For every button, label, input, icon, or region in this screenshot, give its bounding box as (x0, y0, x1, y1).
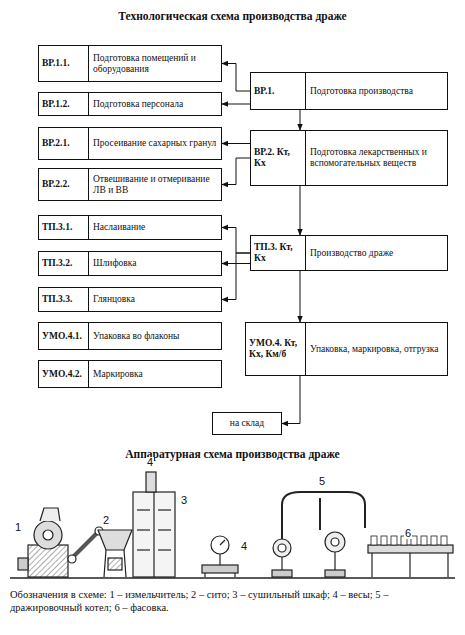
stage-code: ВР.2.1. (39, 128, 89, 159)
process-box: УМО.4.1.Упаковка во флаконы (38, 322, 222, 350)
callout-number: 6 (404, 528, 412, 539)
stage-code: ВР.1.1. (39, 46, 89, 81)
stage-code: ВР.2. Кт, Кх (251, 131, 306, 185)
flow-arrow (222, 253, 250, 300)
stage-name: Маркировка (89, 361, 221, 387)
callout-number: 5 (318, 476, 326, 487)
process-box: ТП.3.1.Наслаивание (38, 215, 222, 240)
process-box: ТП.3.2.Шлифовка (38, 251, 222, 276)
process-box: ВР.1.1.Подготовка помещений и оборудован… (38, 45, 222, 82)
process-box: ВР.1.Подготовка производства (250, 72, 448, 110)
flow-arrow (300, 110, 301, 130)
callout-number: 1 (14, 522, 22, 533)
process-box: УМО.4.2.Маркировка (38, 360, 222, 388)
stage-code: УМО.4. Кт, Кх, Км/б (246, 323, 306, 375)
flow-arrow (282, 376, 300, 424)
stage-name: Глянцовка (89, 288, 221, 311)
section-heading: Аппаратурная схема производства драже (0, 448, 465, 460)
stage-code: УМО.4.1. (39, 323, 89, 349)
flow-arrow (300, 271, 301, 322)
callout-number: 3 (180, 495, 188, 506)
stage-name: Шлифовка (89, 252, 221, 275)
stage-name: Подготовка персонала (89, 93, 221, 115)
stage-name: Подготовка лекарственных и вспомогательн… (306, 131, 447, 185)
crusher (18, 508, 68, 577)
sieve (68, 527, 132, 577)
stage-code: ТП.3.1. (39, 216, 89, 239)
flow-arrow (222, 64, 250, 92)
stage-code: ТП.3. Кт, Кх (251, 236, 306, 270)
process-box: ВР.1.2.Подготовка персонала (38, 92, 222, 116)
flow-arrow (222, 158, 250, 185)
flow-arrow (222, 143, 250, 144)
stage-name: Упаковка, маркировка, отгрузка (306, 323, 447, 375)
stage-code: ТП.3.2. (39, 252, 89, 275)
callout-number: 4 (146, 457, 154, 468)
process-box: ВР.2.1.Просеивание сахарных гранул (38, 127, 222, 160)
stage-code: ТП.3.3. (39, 288, 89, 311)
process-box: на склад (212, 412, 282, 435)
drying-cabinet (133, 472, 175, 577)
process-box: ТП.3.3.Глянцовка (38, 287, 222, 312)
process-box: УМО.4. Кт, Кх, Км/бУпаковка, маркировка,… (245, 322, 448, 376)
callout-number: 2 (102, 515, 110, 526)
stage-name: Упаковка во флаконы (89, 323, 221, 349)
stage-name: Подготовка производства (306, 73, 447, 109)
flow-arrow (222, 104, 250, 105)
flow-arrow (222, 228, 250, 254)
dragee-pans (272, 492, 365, 577)
stage-name: на склад (213, 413, 281, 434)
stage-code: ВР.1. (251, 73, 306, 109)
callout-number: 4 (240, 541, 248, 552)
process-box: ВР.2.2.Отвешивание и отмеривание ЛВ и ВВ (38, 168, 222, 201)
flow-arrow (300, 186, 301, 235)
diagram-title: Технологическая схема производства драже (0, 10, 465, 22)
stage-code: УМО.4.2. (39, 361, 89, 387)
stage-name: Просеивание сахарных гранул (89, 128, 221, 159)
packaging-line (368, 545, 453, 577)
stage-name: Подготовка помещений и оборудования (89, 46, 221, 81)
stage-name: Отвешивание и отмеривание ЛВ и ВВ (89, 169, 221, 200)
process-box: ВР.2. Кт, КхПодготовка лекарственных и в… (250, 130, 448, 186)
stage-name: Наслаивание (89, 216, 221, 239)
stage-code: ВР.2.2. (39, 169, 89, 200)
process-box: ТП.3. Кт, КхПроизводство драже (250, 235, 448, 271)
stage-name: Производство драже (306, 236, 447, 270)
scales (202, 536, 238, 577)
legend-caption: Обозначения в схеме: 1 – измельчитель; 2… (10, 588, 455, 614)
stage-code: ВР.1.2. (39, 93, 89, 115)
